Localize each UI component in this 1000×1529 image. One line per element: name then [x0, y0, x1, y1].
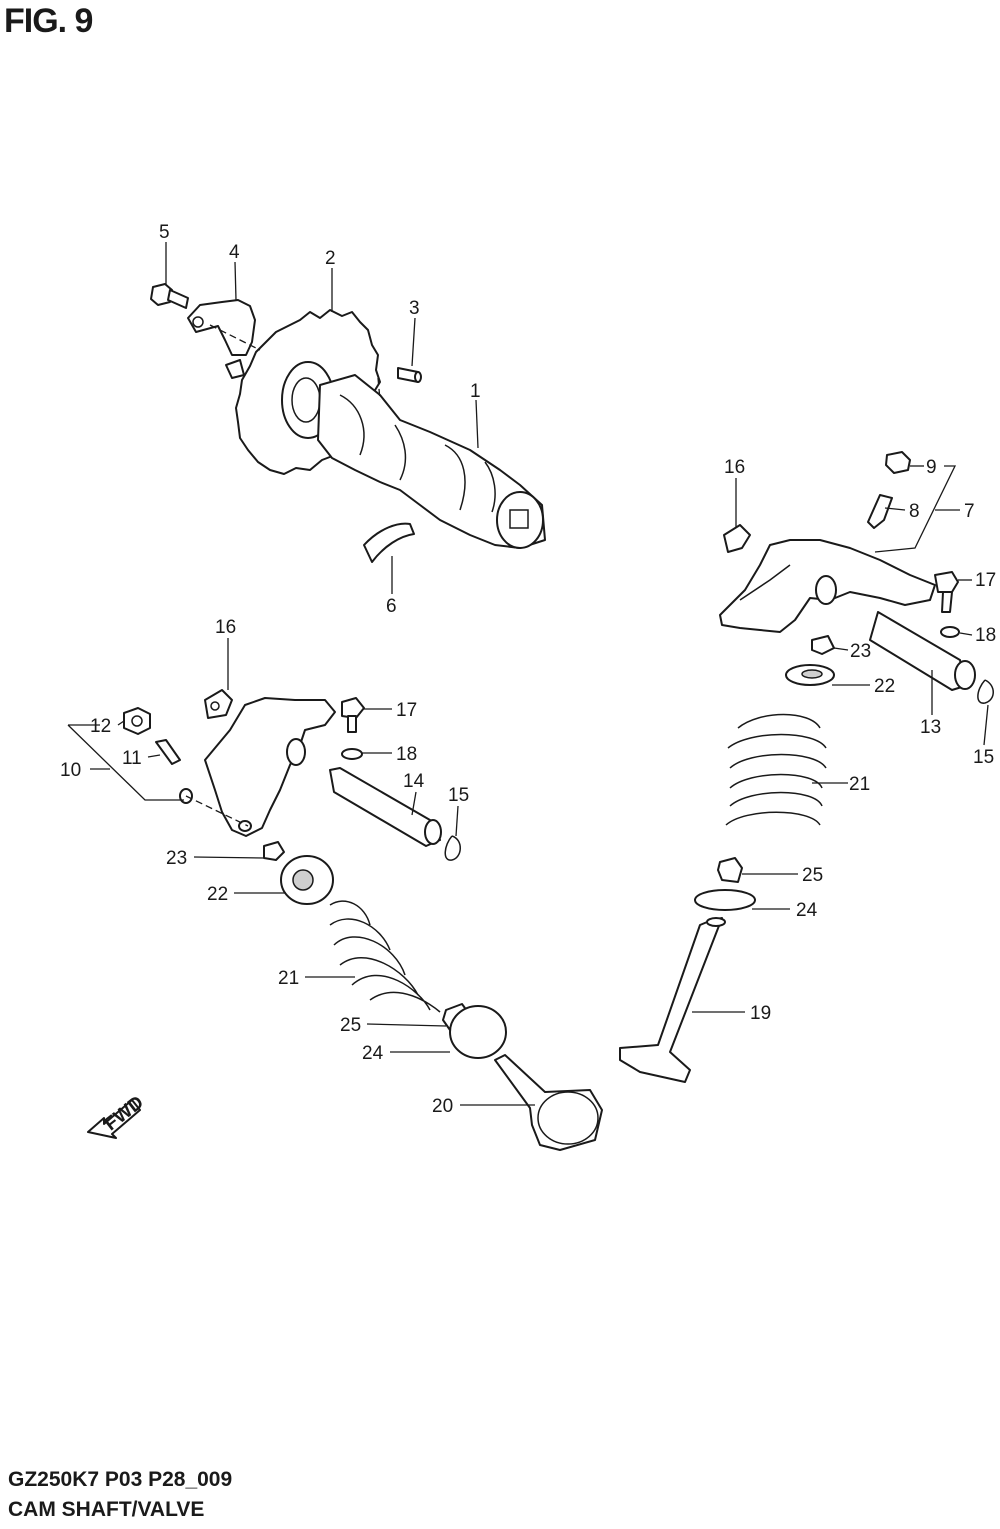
- callout-22-left: 22: [207, 884, 228, 905]
- callout-7: 7: [964, 501, 975, 522]
- callout-18-right: 18: [975, 625, 996, 646]
- callout-24-right: 24: [796, 900, 818, 921]
- oil-seal-23-left: [263, 841, 285, 861]
- circlip-15-left: [444, 835, 461, 861]
- oil-seal-23-right: [811, 635, 835, 655]
- callout-15-left: 15: [448, 785, 469, 806]
- callout-23-right: 23: [850, 641, 871, 662]
- spring-21-right: [725, 713, 827, 826]
- retainer-plate: [187, 299, 256, 379]
- valve-20: [494, 1054, 603, 1151]
- fwd-direction-arrow: FWD: [87, 1092, 148, 1139]
- callout-18-left: 18: [396, 744, 417, 765]
- bolt-17-left: [341, 697, 365, 733]
- callout-16-right: 16: [724, 457, 745, 478]
- callout-5: 5: [159, 222, 170, 243]
- diagram-title: CAM SHAFT/VALVE: [8, 1498, 205, 1521]
- stopper-plate-left: [204, 689, 233, 719]
- callout-16-left: 16: [215, 617, 236, 638]
- rocker-arm-right: [719, 539, 936, 633]
- callout-19: 19: [750, 1003, 771, 1024]
- callout-2: 2: [325, 248, 336, 269]
- valve-19: [619, 917, 726, 1083]
- lock-nut-left: [123, 707, 151, 735]
- rocker-arm-left: [179, 697, 336, 837]
- callout-17-left: 17: [396, 700, 417, 721]
- adjust-screw-right: [867, 494, 893, 529]
- callout-12: 12: [90, 716, 111, 737]
- seat-24-left: [449, 1005, 507, 1059]
- rocker-shaft-left: [329, 767, 442, 847]
- callout-1: 1: [470, 381, 481, 402]
- washer-18-right: [940, 626, 960, 638]
- retainer-22-right: [785, 664, 835, 686]
- model-code: GZ250K7 P03 P28_009: [8, 1468, 233, 1491]
- circlip-15-right: [977, 679, 994, 704]
- callout-22-right: 22: [874, 676, 895, 697]
- callout-25-right: 25: [802, 865, 823, 886]
- callout-6: 6: [386, 596, 397, 617]
- rocker-shaft-right: [869, 611, 976, 691]
- retainer-22-left: [280, 855, 334, 905]
- callout-15-right: 15: [973, 747, 994, 768]
- callout-10: 10: [60, 760, 81, 781]
- adjust-screw-left: [155, 739, 181, 765]
- fwd-label: FWD: [101, 1092, 148, 1135]
- callout-21-right: 21: [849, 774, 870, 795]
- c-ring: [363, 522, 415, 563]
- sprocket-bolt: [150, 283, 189, 309]
- callout-13: 13: [920, 717, 941, 738]
- stopper-plate-right: [723, 524, 751, 553]
- spring-21-left: [329, 900, 441, 1013]
- callout-23-left: 23: [166, 848, 187, 869]
- camshaft-pin: [397, 367, 422, 383]
- leader-lines: [67, 242, 989, 1106]
- callout-11: 11: [122, 748, 142, 769]
- callout-24-left: 24: [362, 1043, 384, 1064]
- lock-nut-right: [885, 451, 911, 474]
- figure-title: FIG. 9: [4, 2, 93, 40]
- washer-18-left: [341, 748, 363, 760]
- callout-21-left: 21: [278, 968, 299, 989]
- callout-3: 3: [409, 298, 420, 319]
- callout-17-right: 17: [975, 570, 996, 591]
- callout-4: 4: [229, 242, 240, 263]
- camshaft: [317, 374, 546, 549]
- callout-25-left: 25: [340, 1015, 361, 1036]
- callout-9: 9: [926, 457, 937, 478]
- cotter-25-right: [717, 857, 743, 883]
- callout-20: 20: [432, 1096, 453, 1117]
- callout-8: 8: [909, 501, 920, 522]
- bolt-17-right: [934, 571, 959, 613]
- callout-labels: 5 4 2 3 1 6 16 9 8 7 17 18 23 22 13 15 1…: [60, 222, 996, 1117]
- seat-24-right: [694, 889, 756, 911]
- callout-14: 14: [403, 771, 425, 792]
